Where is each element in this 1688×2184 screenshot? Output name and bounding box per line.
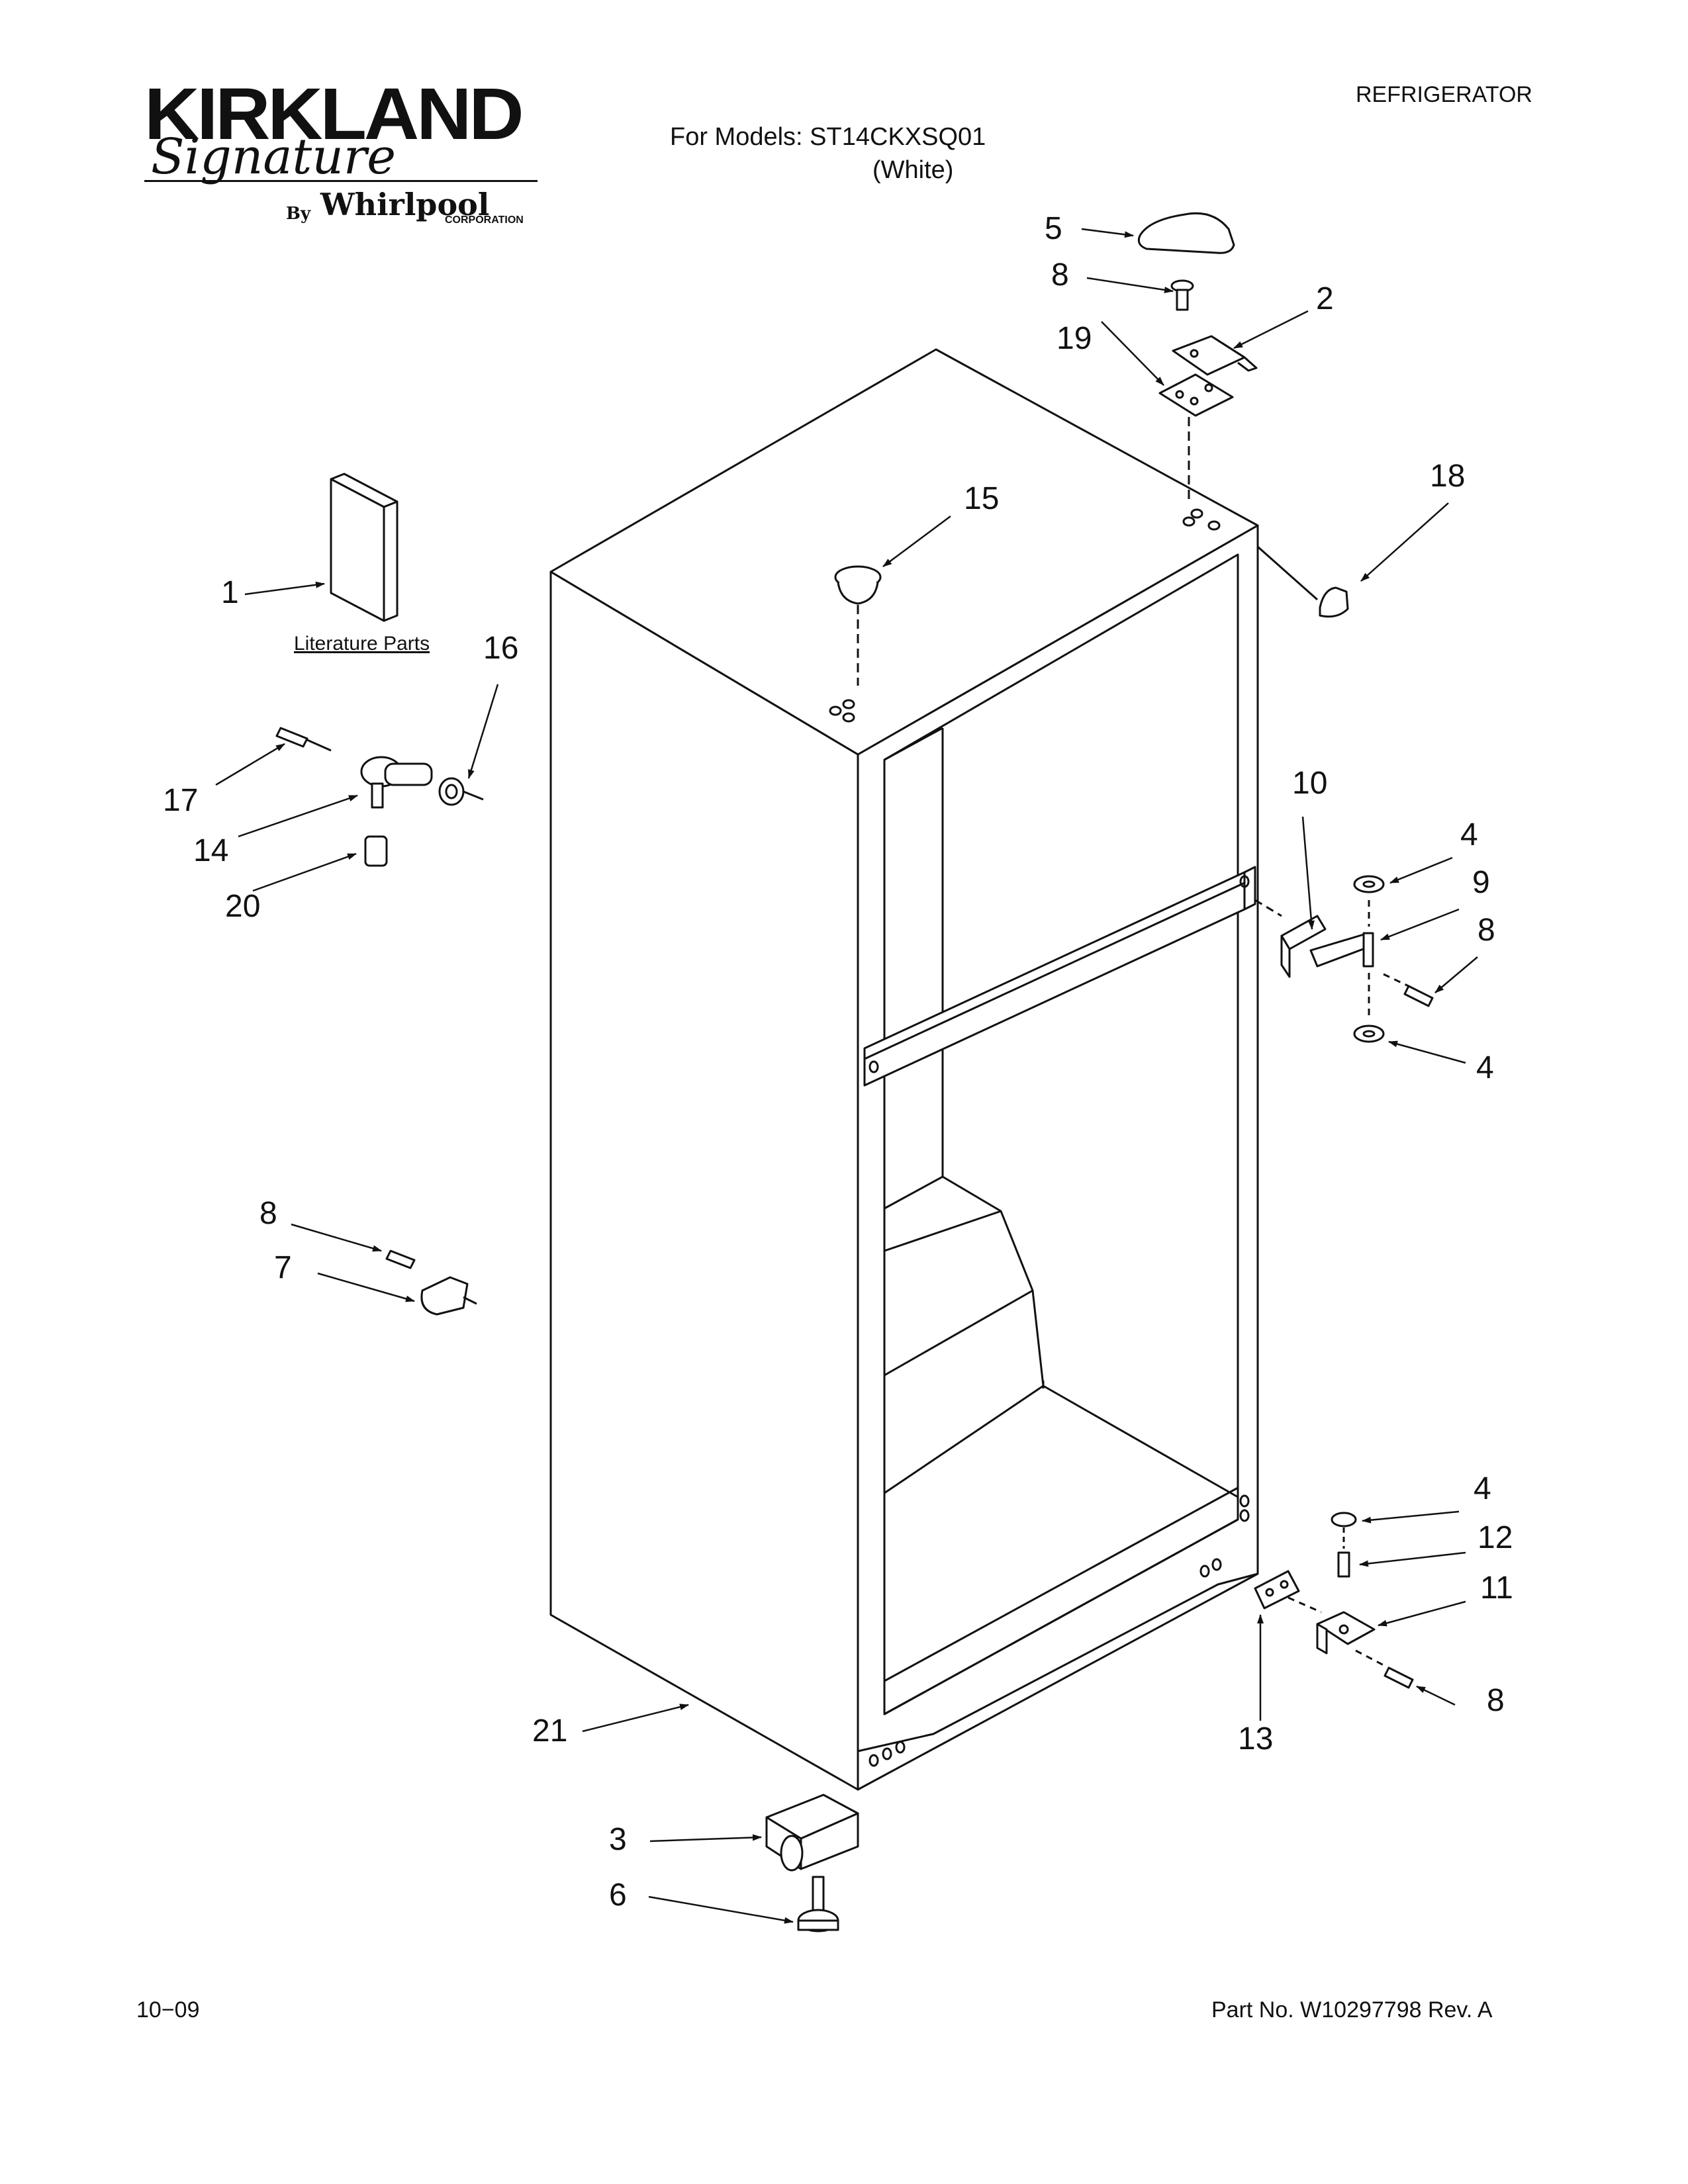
callout-leaders (215, 228, 1478, 1924)
callout-10: 10 (1292, 766, 1328, 801)
callout-17: 17 (163, 783, 199, 818)
refrigerator-cabinet (549, 348, 1259, 1791)
top-hinge-cover (1137, 212, 1235, 254)
top-hinge-shim (1158, 373, 1234, 503)
callout-8-center: 8 (1477, 913, 1495, 948)
appliance-category: REFRIGERATOR (1356, 82, 1532, 107)
model-color: (White) (872, 156, 954, 184)
callout-7: 7 (274, 1250, 292, 1285)
literature-parts-booklet (330, 473, 399, 622)
callout-12: 12 (1477, 1520, 1513, 1555)
brand-divider (144, 180, 538, 182)
brand-logo-kirkland: KIRKLAND (144, 73, 524, 155)
maker-logo-whirlpool: Whirlpool (320, 187, 490, 222)
callout-14: 14 (193, 833, 229, 868)
callout-13: 13 (1238, 1721, 1274, 1756)
models-title: For Models: ST14CKXSQ01 (670, 123, 986, 151)
handle-mount-hardware (275, 727, 484, 867)
roller-assembly (765, 1794, 859, 1872)
center-hinge-assembly (1254, 875, 1434, 1043)
callout-8-top: 8 (1051, 257, 1069, 293)
bottom-hinge-assembly (1254, 1512, 1414, 1689)
top-hinge-bracket (1172, 335, 1258, 376)
callout-4-lower: 4 (1476, 1050, 1494, 1085)
callout-8-bottom: 8 (1487, 1683, 1505, 1718)
part-number: Part No. W10297798 Rev. A (1211, 1997, 1493, 2023)
callout-1: 1 (221, 575, 239, 610)
top-hinge-screw (1170, 279, 1194, 311)
callout-20: 20 (225, 889, 261, 924)
maker-logo-corporation: CORPORATION (445, 214, 524, 226)
callout-19: 19 (1056, 321, 1092, 356)
callout-5: 5 (1045, 211, 1062, 246)
leveling-leg (797, 1876, 839, 1933)
cabinet-plug (834, 565, 882, 686)
by-label: By (286, 204, 311, 224)
callout-4-bottom: 4 (1474, 1471, 1491, 1506)
handle-trim-clip (385, 1250, 477, 1316)
literature-parts-label: Literature Parts (294, 633, 430, 655)
callout-21: 21 (532, 1713, 568, 1749)
callout-6: 6 (609, 1878, 627, 1913)
callout-15: 15 (964, 481, 1000, 516)
callout-16: 16 (483, 631, 519, 666)
callout-8-trim: 8 (259, 1196, 277, 1231)
brand-logo-signature: Signature (151, 128, 397, 185)
callout-4-upper: 4 (1460, 817, 1478, 852)
callout-9: 9 (1472, 865, 1490, 900)
callout-11: 11 (1480, 1570, 1513, 1606)
door-stop (1257, 545, 1349, 618)
callout-2: 2 (1316, 281, 1334, 316)
callout-18: 18 (1430, 459, 1466, 494)
callout-3: 3 (609, 1822, 627, 1857)
revision-date: 10−09 (136, 1997, 200, 2023)
